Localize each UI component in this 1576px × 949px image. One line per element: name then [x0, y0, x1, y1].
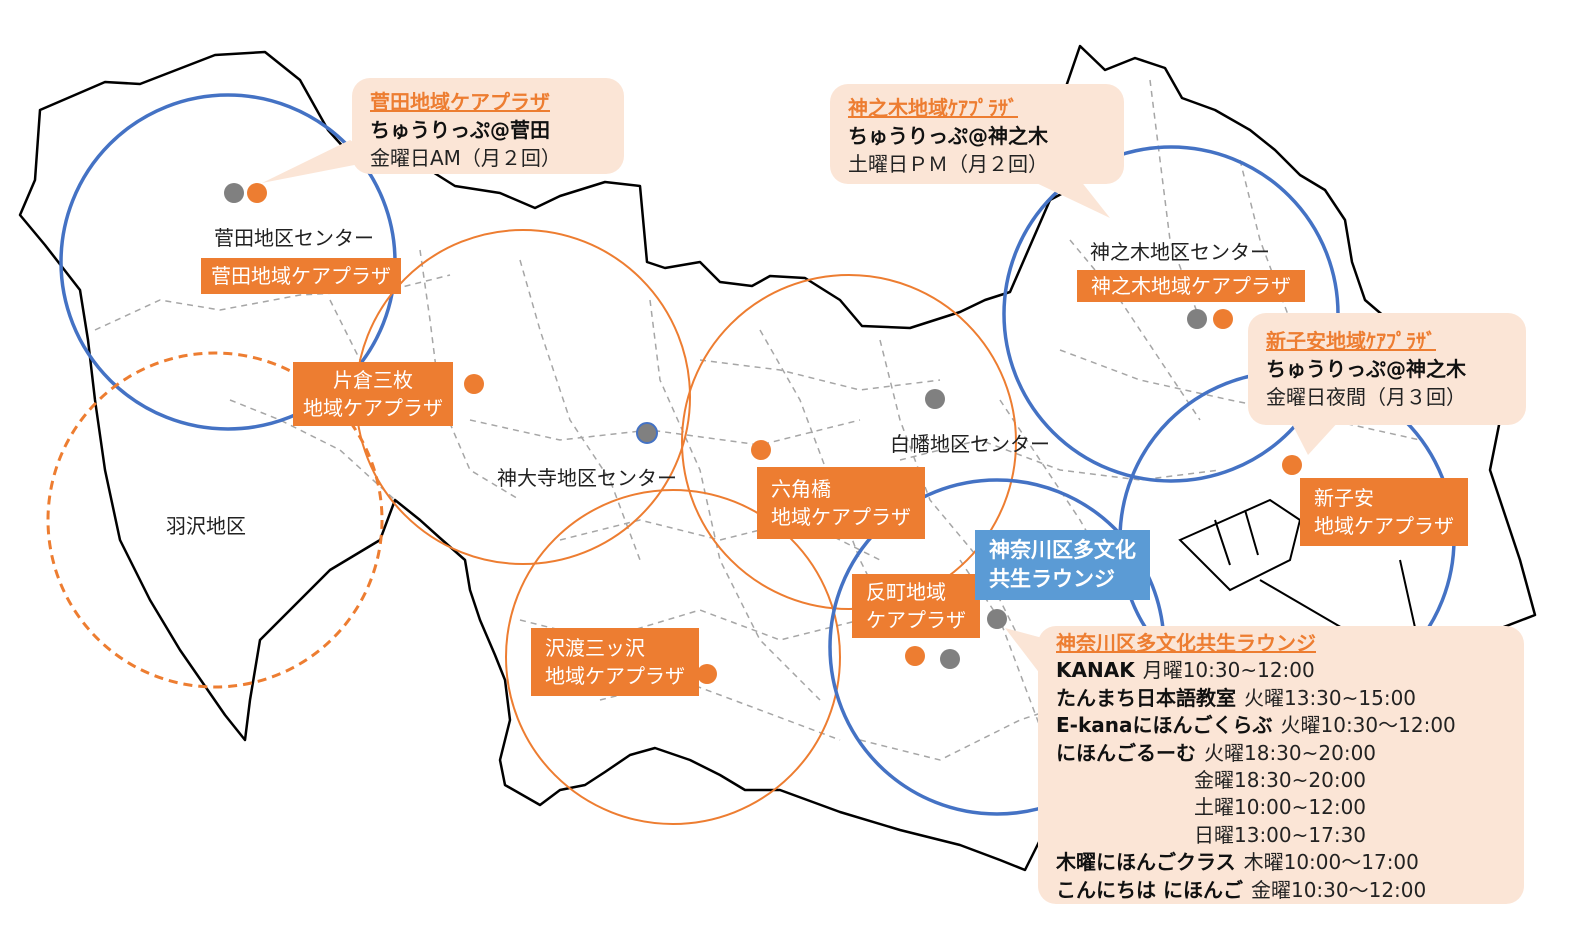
lounge-callout-title: 神奈川区多文化共生ラウンジ [1056, 631, 1316, 655]
row-time: 日曜13:00~17:30 [1194, 822, 1367, 847]
kanogi-center-label: 神之木地区センター [1090, 240, 1270, 264]
sugeta-callout-schedule: 金曜日AM（月２回） [370, 146, 561, 170]
katakura-plaza-line1: 片倉三枚 [333, 368, 413, 392]
sawatari-plaza-line2: 地域ケアプラザ [545, 664, 685, 688]
row-time: 金曜18:30~20:00 [1194, 768, 1367, 793]
port-area-boundary [1178, 498, 1421, 651]
shinkoyasu-plaza-line1: 新子安 [1314, 486, 1374, 510]
lounge-row: 木曜にほんごクラス木曜10:00～17:00 [1056, 849, 1506, 876]
tanmachi-extra-dot [940, 649, 960, 669]
tanmachi-plaza-label: 反町地域 ケアプラザ [852, 574, 980, 638]
kanogi-plaza-dot [1213, 309, 1233, 329]
rokkakubashi-plaza-dot [751, 440, 771, 460]
lounge-row: KANAK 月曜10:30~12:00 [1056, 657, 1506, 684]
sugeta-center-label: 菅田地区センター [214, 226, 374, 250]
lounge-row: にほんごるーむ火曜18:30~20:00 [1056, 740, 1506, 767]
row-time: 土曜10:00~12:00 [1194, 795, 1367, 820]
jindaiji-center-label: 神大寺地区センター [497, 466, 677, 490]
shirahata-center-dot [925, 389, 945, 409]
kanogi-callout-title: 神之木地域ｹｱﾌﾟﾗｻﾞ [848, 96, 1018, 120]
shinkoyasu-callout-name: ちゅうりっぷ@神之木 [1266, 357, 1466, 381]
tanmachi-plaza-dot [905, 646, 925, 666]
hazawa-area-circle [46, 351, 384, 689]
lounge-row: 金曜18:30~20:00 [1056, 767, 1506, 794]
row-time: 火曜10:30～12:00 [1280, 713, 1456, 738]
shirahata-center-label: 白幡地区センター [890, 432, 1050, 456]
lounge-label-line1: 神奈川区多文化 [989, 538, 1136, 562]
sugeta-plaza-label: 菅田地域ケアプラザ [201, 258, 401, 294]
lounge-label-line2: 共生ラウンジ [989, 567, 1115, 591]
lounge-dot [987, 609, 1007, 629]
row-time: 火曜13:30~15:00 [1244, 685, 1417, 710]
shinkoyasu-callout-pointer [1290, 420, 1340, 455]
katakura-plaza-dot [464, 374, 484, 394]
rokkakubashi-area-circle [681, 274, 1017, 610]
rokkakubashi-plaza-line2: 地域ケアプラザ [771, 505, 911, 529]
kanogi-callout-schedule: 土曜日ＰＭ（月２回） [848, 152, 1048, 176]
shinkoyasu-plaza-line2: 地域ケアプラザ [1314, 514, 1454, 538]
katakura-plaza-line2: 地域ケアプラザ [303, 396, 443, 420]
lounge-row: たんまち日本語教室火曜13:30~15:00 [1056, 685, 1506, 712]
sugeta-callout-name: ちゅうりっぷ@菅田 [370, 118, 550, 142]
sugeta-callout-title: 菅田地域ケアプラザ [370, 90, 550, 114]
row-name: にほんごるーむ [1056, 740, 1196, 765]
lounge-row: 土曜10:00~12:00 [1056, 794, 1506, 821]
lounge-row: こんにちは にほんご金曜10:30～12:00 [1056, 877, 1506, 904]
tanmachi-plaza-line2: ケアプラザ [866, 608, 966, 632]
sugeta-callout-pointer [262, 140, 380, 183]
kanogi-callout-pointer [1030, 180, 1110, 218]
row-name: E-kanaにほんごくらぶ [1056, 713, 1273, 738]
jindaiji-center-dot [636, 422, 658, 444]
row-name: KANAK [1056, 658, 1135, 683]
sawatari-plaza-label: 沢渡三ッ沢 地域ケアプラザ [531, 628, 699, 696]
sawatari-area-circle [505, 489, 841, 825]
shinkoyasu-callout-schedule: 金曜日夜間（月３回） [1266, 385, 1466, 409]
row-name: たんまち日本語教室 [1056, 685, 1236, 710]
sawatari-plaza-dot [697, 664, 717, 684]
kanogi-center-dot [1187, 309, 1207, 329]
shinkoyasu-plaza-dot [1282, 455, 1302, 475]
hazawa-district-label: 羽沢地区 [166, 514, 246, 538]
shinkoyasu-plaza-label: 新子安 地域ケアプラザ [1300, 478, 1468, 546]
lounge-row: 日曜13:00~17:30 [1056, 822, 1506, 849]
row-time: 火曜18:30~20:00 [1204, 740, 1377, 765]
row-time: 月曜10:30~12:00 [1142, 658, 1315, 683]
rokkakubashi-plaza-line1: 六角橋 [771, 477, 831, 501]
sugeta-center-dot [224, 183, 244, 203]
lounge-label-box: 神奈川区多文化 共生ラウンジ [975, 530, 1150, 600]
shinkoyasu-callout: 新子安地域ｹｱﾌﾟﾗｻﾞ ちゅうりっぷ@神之木 金曜日夜間（月３回） [1248, 313, 1526, 425]
row-time: 金曜10:30～12:00 [1250, 877, 1427, 902]
lounge-row: E-kanaにほんごくらぶ火曜10:30～12:00 [1056, 712, 1506, 739]
row-time: 木曜10:00～17:00 [1243, 850, 1419, 875]
shinkoyasu-callout-title: 新子安地域ｹｱﾌﾟﾗｻﾞ [1266, 329, 1436, 353]
tanmachi-plaza-line1: 反町地域 [866, 580, 946, 604]
kanogi-callout-name: ちゅうりっぷ@神之木 [848, 124, 1048, 148]
rokkakubashi-plaza-label: 六角橋 地域ケアプラザ [757, 467, 925, 539]
kanogi-plaza-label: 神之木地域ケアプラザ [1077, 270, 1305, 302]
row-name: こんにちは にほんご [1056, 877, 1243, 902]
sugeta-plaza-dot [247, 183, 267, 203]
lounge-callout: 神奈川区多文化共生ラウンジ KANAK 月曜10:30~12:00 たんまち日本語… [1038, 626, 1524, 904]
sawatari-plaza-line1: 沢渡三ッ沢 [545, 636, 645, 660]
kanogi-callout: 神之木地域ｹｱﾌﾟﾗｻﾞ ちゅうりっぷ@神之木 土曜日ＰＭ（月２回） [830, 84, 1124, 184]
row-name: 木曜にほんごクラス [1056, 850, 1236, 875]
katakura-plaza-label: 片倉三枚 地域ケアプラザ [293, 362, 453, 426]
sugeta-callout: 菅田地域ケアプラザ ちゅうりっぷ@菅田 金曜日AM（月２回） [352, 78, 624, 174]
